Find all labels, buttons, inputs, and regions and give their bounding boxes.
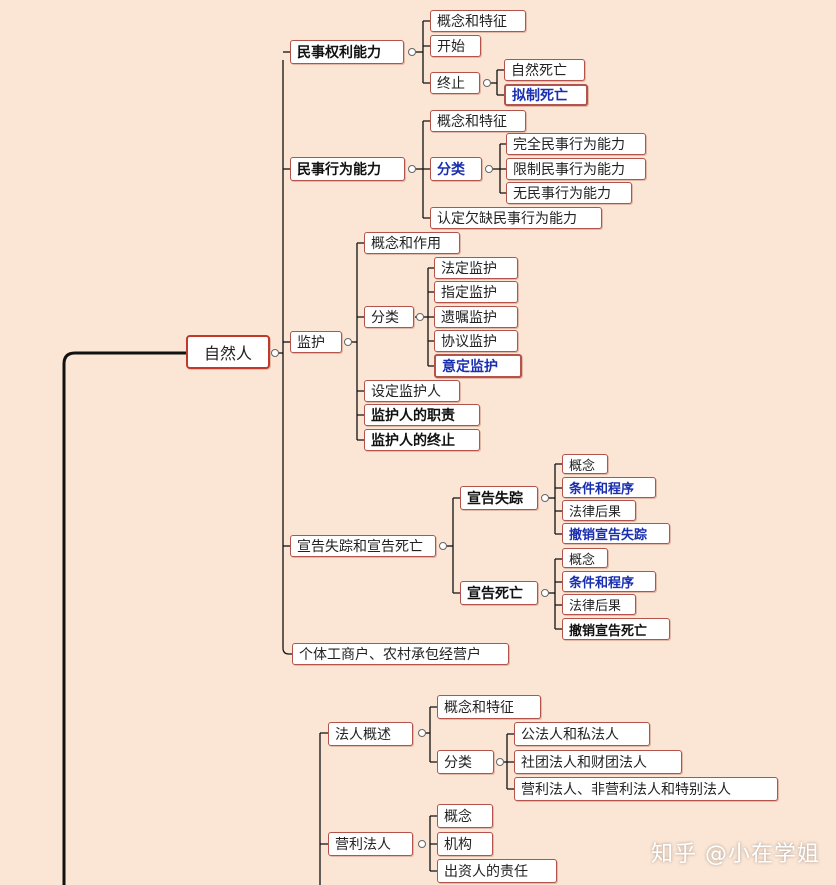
node-guardian-duties[interactable]: 监护人的职责 [364,404,480,426]
node-investor-liability[interactable]: 出资人的责任 [437,859,557,883]
collapse-toggle-icon[interactable] [483,79,491,87]
node-concept-function[interactable]: 概念和作用 [364,232,460,254]
node-profit-legal-person[interactable]: 营利法人 [328,832,413,856]
node-presumed-death[interactable]: 拟制死亡 [504,84,588,106]
node-profit-nonprofit-special[interactable]: 营利法人、非营利法人和特别法人 [514,777,778,801]
node-intended-guardianship[interactable]: 意定监护 [434,354,522,378]
node-legal-person-overview[interactable]: 法人概述 [328,722,413,746]
node-end[interactable]: 终止 [430,72,480,94]
collapse-toggle-icon[interactable] [485,165,493,173]
node-testamentary-guardianship[interactable]: 遗嘱监护 [434,306,518,328]
collapse-toggle-icon[interactable] [541,494,549,502]
node-start[interactable]: 开始 [430,35,481,57]
collapse-toggle-icon[interactable] [344,338,352,346]
collapse-toggle-icon[interactable] [418,729,426,737]
node-declare-lacking-capacity[interactable]: 认定欠缺民事行为能力 [430,207,602,229]
node-public-private[interactable]: 公法人和私法人 [514,722,650,746]
collapse-toggle-icon[interactable] [416,313,424,321]
node-concept[interactable]: 概念 [437,804,493,828]
node-no-capacity[interactable]: 无民事行为能力 [506,182,632,204]
node-limited-capacity[interactable]: 限制民事行为能力 [506,158,646,180]
node-agreement-guardianship[interactable]: 协议监护 [434,330,518,352]
node-legal-effects[interactable]: 法律后果 [562,500,636,521]
node-conditions-procedure[interactable]: 条件和程序 [562,571,656,592]
watermark-text: 知乎 @小在学姐 [651,842,820,867]
node-declare-missing[interactable]: 宣告失踪 [460,486,538,510]
collapse-toggle-icon[interactable] [408,48,416,56]
collapse-toggle-icon[interactable] [439,542,447,550]
node-concept[interactable]: 概念 [562,548,608,568]
node-statutory-guardianship[interactable]: 法定监护 [434,257,518,279]
node-concept-features[interactable]: 概念和特征 [437,695,541,719]
node-organ[interactable]: 机构 [437,832,493,856]
collapse-toggle-icon[interactable] [271,349,279,357]
node-full-capacity[interactable]: 完全民事行为能力 [506,133,646,155]
node-classification[interactable]: 分类 [437,750,494,774]
node-appoint-guardian[interactable]: 设定监护人 [364,380,460,402]
node-revoke-missing[interactable]: 撤销宣告失踪 [562,523,670,544]
collapse-toggle-icon[interactable] [496,758,504,766]
node-concept-features[interactable]: 概念和特征 [430,10,526,32]
node-declare-death[interactable]: 宣告死亡 [460,581,538,605]
node-classification[interactable]: 分类 [430,157,482,181]
node-corp-foundation[interactable]: 社团法人和财团法人 [514,750,682,774]
node-legal-effects[interactable]: 法律后果 [562,594,636,615]
collapse-toggle-icon[interactable] [408,165,416,173]
node-conditions-procedure[interactable]: 条件和程序 [562,477,656,498]
root-node-natural-person[interactable]: 自然人 [186,335,270,369]
node-revoke-death[interactable]: 撤销宣告死亡 [562,618,670,640]
node-classification[interactable]: 分类 [364,306,414,328]
collapse-toggle-icon[interactable] [541,589,549,597]
node-concept-features[interactable]: 概念和特征 [430,110,526,132]
node-civil-rights-capacity[interactable]: 民事权利能力 [290,40,404,64]
node-individual-households[interactable]: 个体工商户、农村承包经营户 [292,643,509,665]
node-missing-and-death-declaration[interactable]: 宣告失踪和宣告死亡 [290,535,436,557]
node-natural-death[interactable]: 自然死亡 [504,59,585,81]
node-designated-guardianship[interactable]: 指定监护 [434,281,518,303]
node-guardianship[interactable]: 监护 [290,331,342,353]
node-concept[interactable]: 概念 [562,454,608,474]
collapse-toggle-icon[interactable] [418,840,426,848]
node-guardian-termination[interactable]: 监护人的终止 [364,429,480,451]
node-civil-act-capacity[interactable]: 民事行为能力 [290,157,405,181]
